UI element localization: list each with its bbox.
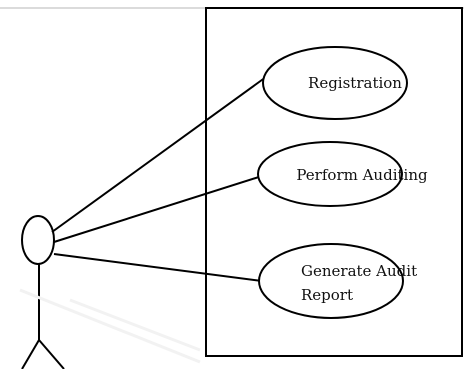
actor-left-leg — [21, 339, 40, 369]
faint-background-marks — [19, 288, 201, 364]
use-case-ellipse — [258, 243, 404, 319]
system-boundary — [205, 7, 463, 357]
association-generate-audit-report — [53, 253, 263, 282]
use-case-label-line2: Report — [301, 286, 353, 304]
use-case-label: Registration — [308, 74, 402, 92]
association-registration — [51, 76, 267, 233]
associations — [51, 76, 267, 282]
use-case-registration: Registration — [262, 46, 408, 120]
actor-right-leg — [38, 339, 65, 369]
actor-head — [21, 215, 55, 265]
use-case-generate-audit-report: Generate Audit Report — [258, 243, 417, 319]
use-case-label: Perform Auditing — [296, 166, 428, 184]
use-case-label: Generate Audit — [301, 262, 417, 280]
use-case-ellipse — [262, 46, 408, 120]
use-case-ellipse — [257, 141, 403, 207]
actor — [21, 215, 65, 369]
use-case-perform-auditing: Perform Auditing — [257, 141, 428, 207]
association-perform-auditing — [53, 175, 263, 243]
